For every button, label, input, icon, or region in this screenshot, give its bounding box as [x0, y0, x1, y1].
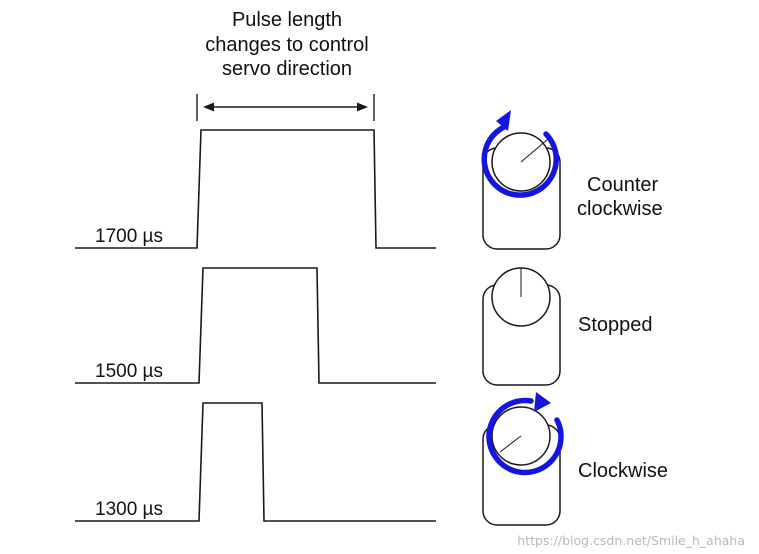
title-line-2: changes to control: [205, 34, 368, 56]
dimension-arrowhead-right: [357, 102, 368, 112]
pulse-label: 1700 µs: [95, 226, 163, 247]
pulse-row-1500: 1500 µs: [75, 267, 436, 384]
pulse-waveform: [75, 129, 436, 249]
pulse-label: 1300 µs: [95, 499, 163, 520]
dimension-arrowhead-left: [203, 102, 214, 112]
servo-label: Clockwise: [578, 460, 668, 482]
servo-needle: [520, 138, 549, 163]
rotation-arc: [481, 124, 559, 198]
servo-icon-stopped: Stopped: [482, 267, 653, 386]
servo-label: Stopped: [578, 314, 653, 336]
servo-needle: [499, 435, 522, 453]
pulse-row-1300: 1300 µs: [75, 402, 436, 522]
pulse-waveform: [75, 267, 436, 384]
rotation-arrow-head-icon: [534, 392, 551, 412]
rotation-arrow-head-icon: [496, 110, 511, 131]
servo-label-line-1: Counter: [587, 174, 658, 196]
pulse-label: 1500 µs: [95, 361, 163, 382]
pulse-waveform: [75, 402, 436, 522]
pulse-length-dimension: [196, 94, 375, 121]
pulse-row-1700: 1700 µs: [75, 129, 436, 249]
title-line-1: Pulse length: [232, 9, 342, 31]
title-line-3: servo direction: [222, 58, 352, 80]
servo-icon-clockwise: Clockwise: [482, 392, 668, 526]
servo-label-line-2: clockwise: [577, 198, 663, 220]
title: Pulse length changes to control servo di…: [205, 9, 368, 80]
rotation-arc: [486, 397, 564, 476]
servo-icon-counter-clockwise: Counter clockwise: [481, 110, 663, 250]
watermark: https://blog.csdn.net/Smile_h_ahaha: [517, 533, 745, 548]
